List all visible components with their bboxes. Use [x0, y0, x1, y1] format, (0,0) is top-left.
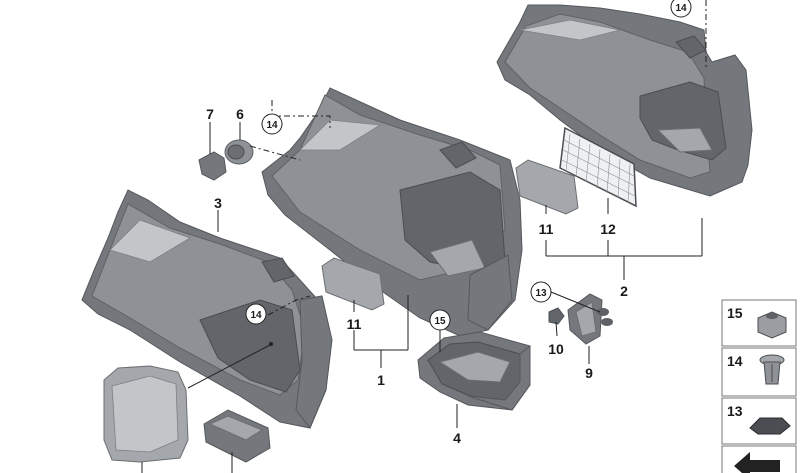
- circled-callout-15: 15: [429, 309, 451, 331]
- part-9-bracket[interactable]: [567, 293, 603, 345]
- part-7-clip-cover[interactable]: [198, 151, 227, 181]
- plug-icon: [749, 417, 791, 435]
- callout-3: 3: [214, 195, 222, 211]
- callout-2: 2: [620, 283, 628, 299]
- leader-lines: [141, 122, 703, 473]
- callout-12: 12: [600, 221, 616, 237]
- callout-9: 9: [585, 365, 593, 381]
- part-12-storage-net[interactable]: [559, 126, 637, 208]
- svg-text:14: 14: [250, 310, 262, 321]
- part-4-storage-tray[interactable]: [417, 331, 531, 411]
- svg-text:14: 14: [266, 120, 278, 131]
- callout-10: 10: [548, 341, 564, 357]
- circled-callout-14-left: 14: [245, 303, 267, 325]
- hex-nut-icon: [757, 311, 787, 339]
- part-10-nut[interactable]: [548, 307, 565, 337]
- fastener-legend: 15 14 13: [721, 299, 797, 473]
- svg-text:14: 14: [675, 3, 687, 14]
- callout-7: 7: [206, 106, 214, 122]
- callout-11-upper: 11: [539, 221, 554, 237]
- svg-text:14: 14: [727, 353, 743, 369]
- callout-1: 1: [377, 372, 385, 388]
- part-1-trunk-side-trim-left[interactable]: [261, 87, 523, 337]
- legend-item-arrow: [721, 445, 797, 473]
- callout-labels: 1 2 3 4 6 7 9 10 11 11 12 13 14 14 14 15: [206, 0, 692, 446]
- circled-callout-14-top: 14: [670, 0, 692, 18]
- part-13-plug[interactable]: [597, 308, 613, 326]
- part-6-cap[interactable]: [224, 139, 254, 165]
- legend-item-14: 14: [721, 347, 797, 397]
- part-3-rear-side-trim[interactable]: [81, 189, 333, 429]
- svg-text:15: 15: [434, 316, 446, 327]
- svg-text:13: 13: [535, 288, 547, 299]
- circled-callout-14-middle: 14: [261, 113, 283, 135]
- callout-11-middle: 11: [347, 316, 362, 332]
- expanding-rivet-icon: [759, 354, 785, 385]
- svg-text:13: 13: [727, 403, 743, 419]
- small-bracket[interactable]: [203, 409, 271, 463]
- circled-callout-13: 13: [530, 281, 552, 303]
- part-2-trunk-side-trim-right[interactable]: [496, 4, 753, 197]
- part-11-cover-upper[interactable]: [515, 159, 579, 215]
- legend-item-13: 13: [721, 397, 797, 445]
- svg-text:15: 15: [727, 305, 743, 321]
- dashed-lines: [249, 0, 707, 316]
- arrow-icon: [734, 452, 780, 473]
- callout-4: 4: [453, 430, 461, 446]
- callout-6: 6: [236, 106, 244, 122]
- large-side-cover-face: [111, 375, 179, 453]
- part-11-cover-middle[interactable]: [321, 257, 385, 311]
- legend-item-15: 15: [721, 299, 797, 347]
